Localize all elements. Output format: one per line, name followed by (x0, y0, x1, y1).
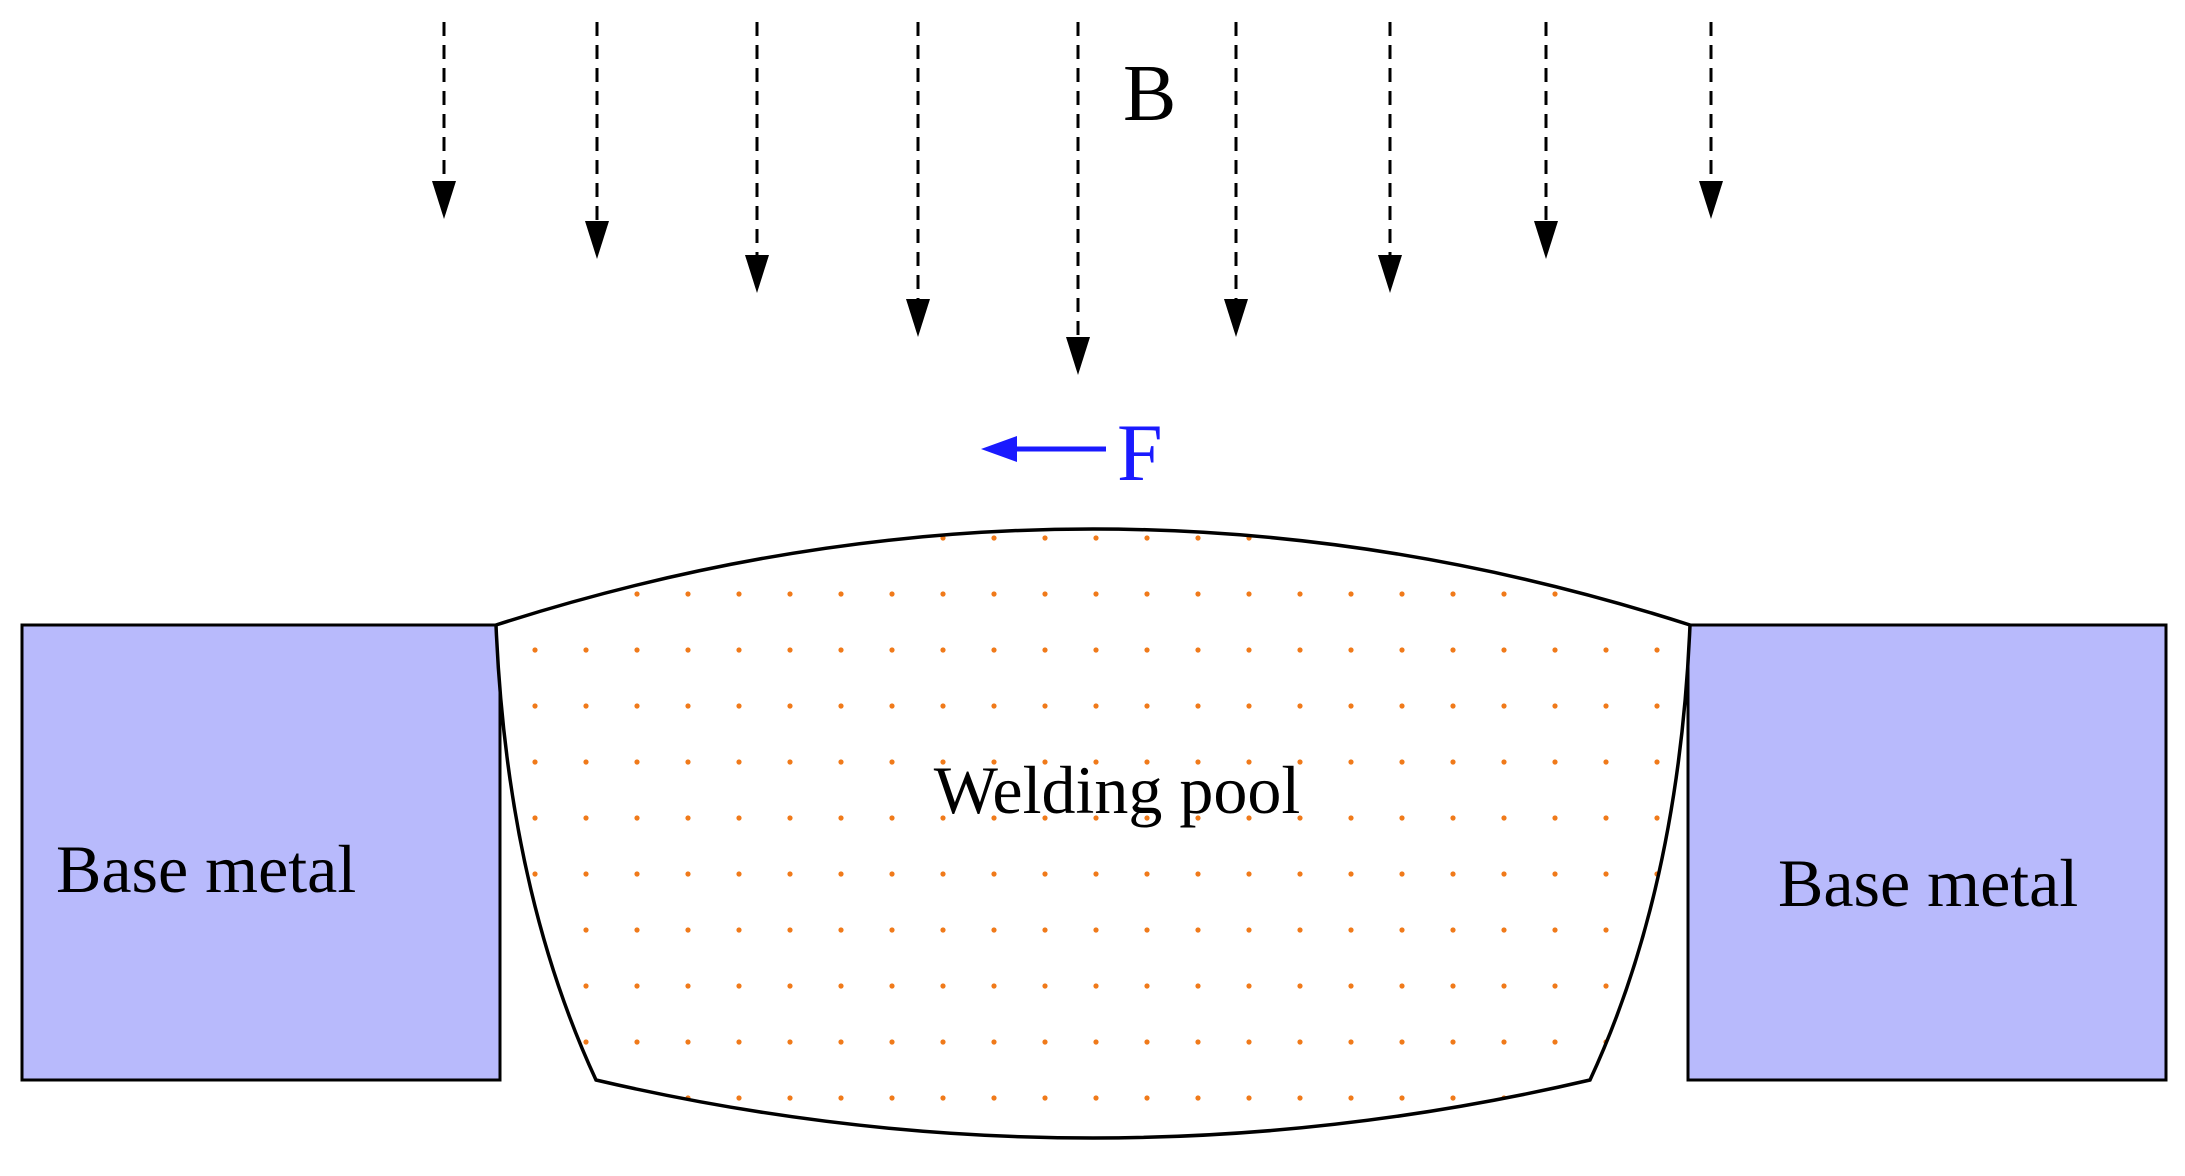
field-arrowhead (745, 255, 769, 293)
base-metal-left-label: Base metal (56, 831, 356, 907)
field-arrowhead (1066, 337, 1090, 375)
welding-pool-label: Welding pool (934, 752, 1301, 828)
field-arrowhead (585, 221, 609, 259)
base-metal-right-label: Base metal (1778, 845, 2078, 921)
field-arrowhead (1699, 181, 1723, 219)
field-arrow-heads (432, 181, 1723, 375)
welding-pool-outline (494, 527, 1692, 1140)
force-label: F (1117, 407, 1163, 498)
force-arrowhead (981, 436, 1017, 462)
field-arrowhead (1378, 255, 1402, 293)
field-arrowhead (906, 299, 930, 337)
magnetic-field-arrows (442, 22, 1713, 344)
base-metal-left (20, 623, 502, 1082)
base-metal-right (1686, 623, 2168, 1082)
field-arrowhead (432, 181, 456, 219)
welding-pool-dots (496, 529, 1690, 1138)
field-arrowhead (1224, 299, 1248, 337)
field-arrowhead (1534, 221, 1558, 259)
field-label: B (1123, 50, 1176, 138)
